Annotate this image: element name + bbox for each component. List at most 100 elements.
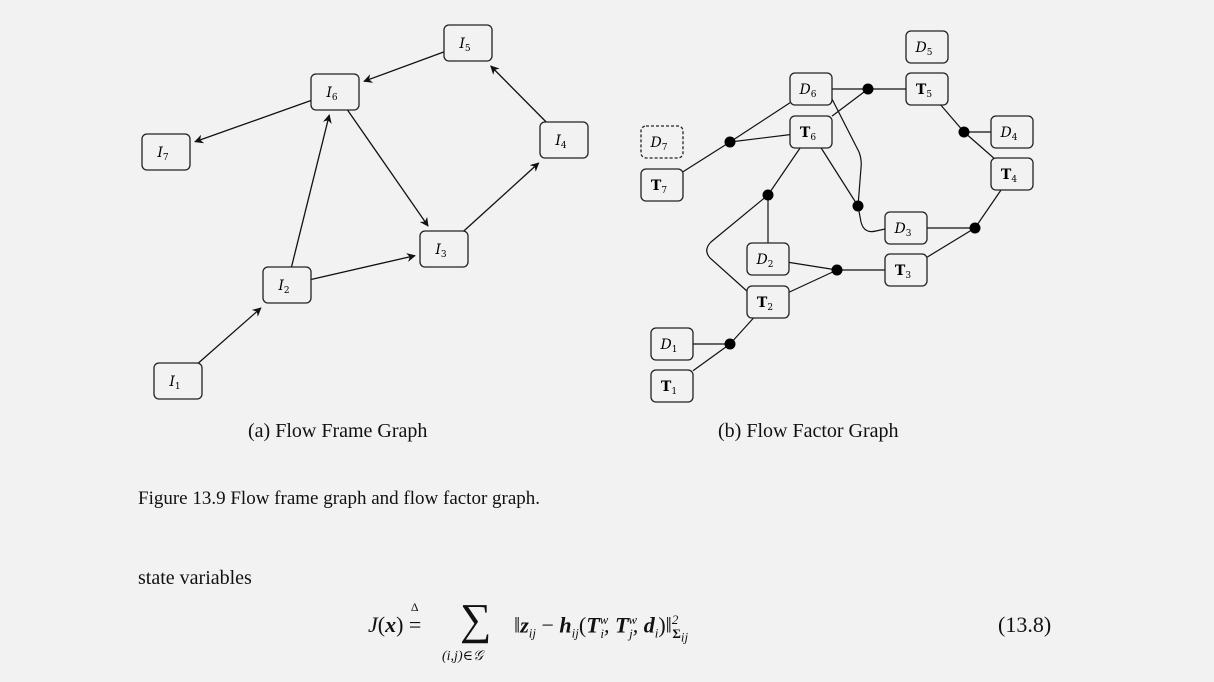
node-label: T4	[1001, 167, 1017, 185]
node-D2: D2	[746, 242, 790, 276]
sum-symbol: ∑	[460, 595, 492, 644]
node-box	[650, 369, 694, 403]
node-label: I6	[325, 85, 338, 103]
node-D5: D5	[905, 30, 949, 64]
node-box	[419, 230, 469, 268]
node-label: I5	[458, 36, 471, 54]
equation-rhs: ‖zij − hij(Twi, Twj, di)‖2Σij	[514, 612, 689, 645]
equation-number: (13.8)	[998, 612, 1052, 637]
node-label: D6	[799, 82, 817, 100]
equation-lhs: J(x) =Δ	[368, 600, 422, 638]
equation-lhs-text: J(x)	[368, 612, 404, 637]
node-box	[990, 115, 1034, 149]
node-label: D1	[660, 337, 678, 355]
node-box	[443, 24, 493, 62]
node-box	[539, 121, 589, 159]
node-label: D5	[915, 40, 933, 58]
node-T7: T7	[640, 168, 684, 202]
node-label: T7	[651, 178, 667, 196]
equation: J(x) =Δ ∑ (i,j)∈𝒢 ‖zij − hij(Twi, Twj, d…	[368, 595, 1068, 670]
factor-node-f12	[724, 338, 736, 350]
node-label: I7	[156, 145, 169, 163]
edge-I2-I3	[310, 253, 416, 281]
node-box	[990, 157, 1034, 191]
node-I5: I5	[443, 24, 493, 62]
node-I7: I7	[141, 133, 191, 171]
node-box	[746, 285, 790, 319]
edge-I6-I7	[194, 99, 312, 144]
node-I2: I2	[262, 266, 312, 304]
node-box	[141, 133, 191, 171]
factor-edge-f36-T6	[820, 147, 859, 207]
node-label: T2	[757, 295, 773, 313]
factor-edge-f36-D6	[831, 98, 862, 207]
factor-edge-f45-T5	[940, 104, 965, 133]
factor-node-f45	[958, 126, 970, 138]
node-box	[905, 72, 949, 106]
node-T1: T1	[650, 369, 694, 403]
node-T3: T3	[884, 253, 928, 287]
node-D3: D3	[884, 211, 928, 245]
node-box	[905, 30, 949, 64]
node-label: D7	[650, 135, 668, 153]
node-I3: I3	[419, 230, 469, 268]
factor-node-f26	[762, 189, 774, 201]
node-I4: I4	[539, 121, 589, 159]
node-T2: T2	[746, 285, 790, 319]
node-label: T6	[800, 125, 816, 143]
edge-I6-I3	[346, 109, 429, 227]
node-D4: D4	[990, 115, 1034, 149]
node-label: I4	[554, 133, 567, 151]
factor-edge-f56-T6	[831, 88, 869, 117]
figure-caption: Figure 13.9 Flow frame graph and flow fa…	[138, 488, 541, 509]
factor-node-f36	[852, 200, 864, 212]
node-box	[789, 115, 833, 149]
node-label: T1	[661, 379, 677, 397]
factor-node-f34	[969, 222, 981, 234]
node-box	[746, 242, 790, 276]
node-box	[789, 72, 833, 106]
node-box	[650, 327, 694, 361]
node-label: D3	[894, 221, 912, 239]
factor-edge-f67-T6	[729, 133, 791, 143]
factor-node-f56	[862, 83, 874, 95]
node-label: T5	[916, 82, 932, 100]
factor-node-f23	[831, 264, 843, 276]
factor-edge-f26-T2	[706, 194, 769, 293]
node-D1: D1	[650, 327, 694, 361]
subcaption-flow-frame-graph: (a) Flow Frame Graph	[248, 420, 428, 442]
factor-edge-f67-T7	[682, 141, 731, 173]
factor-edge-f23-T2	[788, 269, 838, 293]
node-D7: D7	[640, 125, 684, 159]
node-I6: I6	[310, 73, 360, 111]
node-box	[884, 211, 928, 245]
node-box	[262, 266, 312, 304]
node-T5: T5	[905, 72, 949, 106]
factor-node-f67	[724, 136, 736, 148]
subcaption-flow-factor-graph: (b) Flow Factor Graph	[718, 420, 899, 442]
factor-edge-f12-T2	[729, 317, 754, 345]
node-T6: T6	[789, 115, 833, 149]
node-label: D4	[1000, 125, 1018, 143]
node-box	[640, 168, 684, 202]
node-box	[310, 73, 360, 111]
factor-edge-f12-T1	[692, 343, 731, 372]
edge-I3-I4	[463, 162, 540, 232]
body-text: state variables	[138, 567, 252, 589]
node-box	[153, 362, 203, 400]
node-T4: T4	[990, 157, 1034, 191]
node-box	[640, 125, 684, 159]
node-label: I2	[277, 278, 289, 296]
edge-I2-I6	[290, 114, 332, 268]
node-label: I3	[434, 242, 447, 260]
node-D6: D6	[789, 72, 833, 106]
factor-edge-f34-T3	[926, 227, 976, 258]
edge-I5-I6	[363, 51, 445, 83]
node-label: I1	[168, 374, 180, 392]
factor-edge-f67-D6	[729, 102, 791, 143]
factor-edge-f23-D2	[788, 261, 838, 271]
factor-edge-f45-T4	[963, 131, 995, 159]
defeq-symbol: =Δ	[408, 600, 422, 637]
